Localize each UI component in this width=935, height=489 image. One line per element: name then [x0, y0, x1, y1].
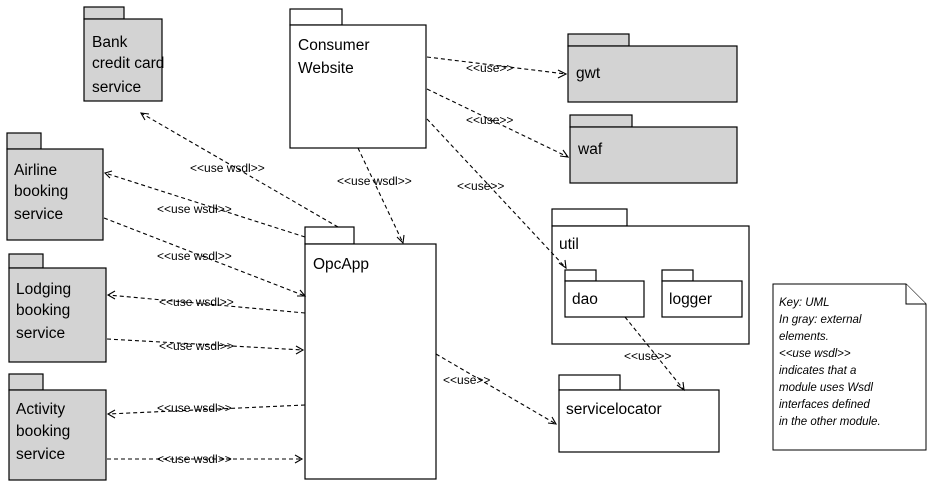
package-lodging-name-line-2: booking	[16, 302, 70, 319]
package-consumer-website: Consumer Website	[289, 8, 427, 149]
edge-opc-to-bank	[139, 112, 339, 228]
edge-opc-to-lodging	[106, 290, 306, 314]
edge-consumer-to-util	[426, 118, 567, 270]
package-servicelocator-name: servicelocator	[566, 401, 662, 418]
note-line-4: <<use wsdl>>	[779, 348, 851, 360]
edge-airline-to-opc	[103, 217, 307, 297]
package-gwt: gwt	[567, 33, 738, 103]
package-activity: Activity booking service	[8, 373, 107, 481]
package-gwt-name: gwt	[576, 65, 601, 82]
package-bank-name-line-1: Bank	[92, 34, 128, 51]
edge-label-opc-airline: <<use wsdl>>	[157, 202, 232, 216]
edge-label-opc-activity: <<use wsdl>>	[157, 401, 232, 415]
note-line-5: indicates that a	[779, 365, 856, 377]
edge-label-consumer-gwt: <<use>>	[466, 61, 513, 75]
package-opcapp: OpcApp	[304, 226, 437, 480]
note-line-6: module uses Wsdl	[779, 382, 873, 394]
note-line-2: In gray: external	[779, 314, 862, 326]
edge-label-opc-servicelocator: <<use>>	[443, 373, 490, 387]
note-line-7: interfaces defined	[779, 399, 870, 411]
package-lodging: Lodging booking service	[8, 253, 107, 363]
package-activity-name-line-1: Activity	[16, 401, 65, 418]
package-consumer-name-line-1: Consumer	[298, 37, 370, 54]
edge-label-consumer-waf: <<use>>	[466, 113, 513, 127]
edge-opc-to-airline	[103, 170, 306, 238]
package-airline: Airline booking service	[6, 132, 104, 241]
edge-label-opc-bank: <<use wsdl>>	[190, 161, 265, 175]
edge-label-airline-opc: <<use wsdl>>	[157, 249, 232, 263]
edge-activity-to-opc	[107, 454, 304, 464]
note-line-8: in the other module.	[779, 416, 881, 428]
package-waf: waf	[569, 114, 738, 184]
key-note: Key: UML In gray: external elements. <<u…	[772, 283, 927, 451]
edge-label-dao-servicelocator: <<use>>	[624, 349, 671, 363]
package-consumer-name-line-2: Website	[298, 60, 354, 77]
edge-dao-to-servicelocator	[624, 316, 685, 392]
package-util-name: util	[559, 236, 579, 253]
package-lodging-name-line-3: service	[16, 325, 65, 342]
package-activity-name-line-2: booking	[16, 423, 70, 440]
package-bank: Bank credit card service	[83, 6, 164, 102]
package-bank-name-line-3: service	[92, 79, 141, 96]
package-bank-name-line-2: credit card	[92, 55, 164, 72]
package-airline-name-line-1: Airline	[14, 162, 57, 179]
edge-consumer-to-opc	[357, 147, 405, 245]
edge-label-consumer-util: <<use>>	[457, 179, 504, 193]
edge-label-opc-lodging: <<use wsdl>>	[159, 295, 234, 309]
package-dao-name: dao	[572, 291, 598, 308]
edge-label-consumer-opc: <<use wsdl>>	[337, 174, 412, 188]
package-airline-name-line-3: service	[14, 206, 63, 223]
note-line-3: elements.	[779, 331, 829, 343]
edge-lodging-to-opc	[106, 338, 305, 355]
edge-opc-to-servicelocator	[435, 353, 558, 425]
package-dao: dao	[564, 269, 645, 318]
note-line-1: Key: UML	[779, 297, 830, 309]
edge-label-lodging-opc: <<use wsdl>>	[159, 339, 234, 353]
edge-label-activity-opc: <<use wsdl>>	[157, 452, 232, 466]
package-activity-name-line-3: service	[16, 446, 65, 463]
edge-consumer-to-waf	[426, 88, 570, 158]
package-waf-name: waf	[577, 141, 603, 158]
package-logger-name: logger	[669, 291, 712, 308]
package-logger: logger	[661, 269, 743, 318]
package-airline-name-line-2: booking	[14, 183, 68, 200]
edge-consumer-to-gwt	[426, 56, 568, 79]
package-servicelocator: servicelocator	[558, 374, 720, 453]
package-lodging-name-line-1: Lodging	[16, 281, 71, 298]
edge-opc-to-activity	[106, 404, 306, 419]
package-opcapp-name: OpcApp	[313, 256, 369, 273]
